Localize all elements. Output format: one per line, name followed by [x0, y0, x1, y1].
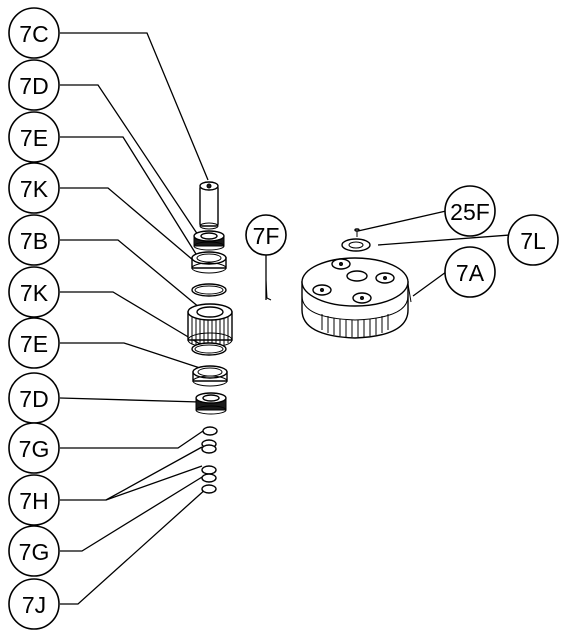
leader-7e-top — [60, 136, 197, 255]
callout-7k-bottom-label: 7K — [20, 280, 49, 306]
callout-7c-label: 7C — [19, 21, 48, 47]
part-7e-top-race — [191, 251, 227, 274]
callout-7e-top-label: 7E — [20, 125, 48, 151]
leader-7b — [60, 239, 201, 309]
callout-7l-label: 7L — [520, 228, 546, 254]
callout-7g-bottom-label: 7G — [19, 539, 50, 565]
leader-7j — [60, 487, 208, 605]
callout-7g-bottom: 7G — [8, 525, 60, 577]
leader-7k-bottom — [60, 291, 201, 345]
callout-7e-bottom-label: 7E — [20, 331, 48, 357]
part-7c-shaft — [199, 181, 219, 230]
callout-7k-top: 7K — [8, 162, 60, 214]
callout-7d-bottom: 7D — [8, 372, 60, 424]
callout-25f: 25F — [444, 185, 496, 237]
part-7a-carrier — [301, 257, 412, 339]
callout-7g-top: 7G — [8, 422, 60, 474]
leader-7l — [377, 234, 511, 246]
part-7g-bottom-washer — [201, 473, 217, 483]
callout-7h-label: 7H — [19, 488, 48, 514]
callout-7c: 7C — [8, 7, 60, 59]
leader-7e-bottom — [60, 342, 201, 369]
part-7d-bottom-bearing — [195, 392, 227, 415]
callout-7e-top: 7E — [8, 111, 60, 163]
callout-7d-top: 7D — [8, 59, 60, 111]
leader-7a — [412, 271, 447, 297]
callout-7a: 7A — [444, 246, 496, 298]
callout-25f-label: 25F — [450, 199, 490, 225]
part-7d-top-bearing — [193, 230, 225, 251]
callout-7j: 7J — [8, 578, 60, 630]
leader-lines — [59, 32, 511, 605]
leader-7d-top — [60, 84, 201, 239]
leader-7g-top — [60, 430, 204, 449]
callout-7h: 7H — [8, 474, 60, 526]
callout-7f-label: 7F — [253, 223, 280, 249]
callout-7b: 7B — [8, 214, 60, 266]
callout-7e-bottom: 7E — [8, 317, 60, 369]
leader-7h-b — [105, 465, 203, 501]
callout-7j-label: 7J — [22, 592, 46, 618]
callout-7d-top-label: 7D — [19, 73, 48, 99]
callout-7g-top-label: 7G — [19, 436, 50, 462]
part-7f-pin — [265, 279, 272, 301]
callout-7l: 7L — [507, 214, 559, 266]
leader-25f — [357, 210, 447, 232]
callout-7d-bottom-label: 7D — [19, 386, 48, 412]
callout-7b-label: 7B — [20, 228, 48, 254]
part-7e-bottom-race — [192, 365, 228, 387]
part-7k-bottom-ring — [191, 342, 227, 356]
callout-7k-bottom: 7K — [8, 266, 60, 318]
leader-7g-bottom — [60, 473, 208, 552]
part-7h-washers — [201, 439, 217, 475]
leader-7k-top — [60, 187, 201, 267]
part-7b-gear — [187, 303, 233, 348]
callout-7k-top-label: 7K — [20, 176, 49, 202]
callout-7a-label: 7A — [456, 260, 485, 286]
part-7g-top-washer — [202, 426, 218, 436]
part-7l-plate — [341, 238, 371, 252]
leader-7d-bottom — [59, 397, 201, 403]
part-7j-washer — [201, 484, 217, 494]
part-25f-screw — [354, 228, 360, 237]
part-7k-top-ring — [191, 283, 227, 297]
leader-7c — [60, 32, 209, 181]
callout-7f: 7F — [245, 214, 287, 256]
